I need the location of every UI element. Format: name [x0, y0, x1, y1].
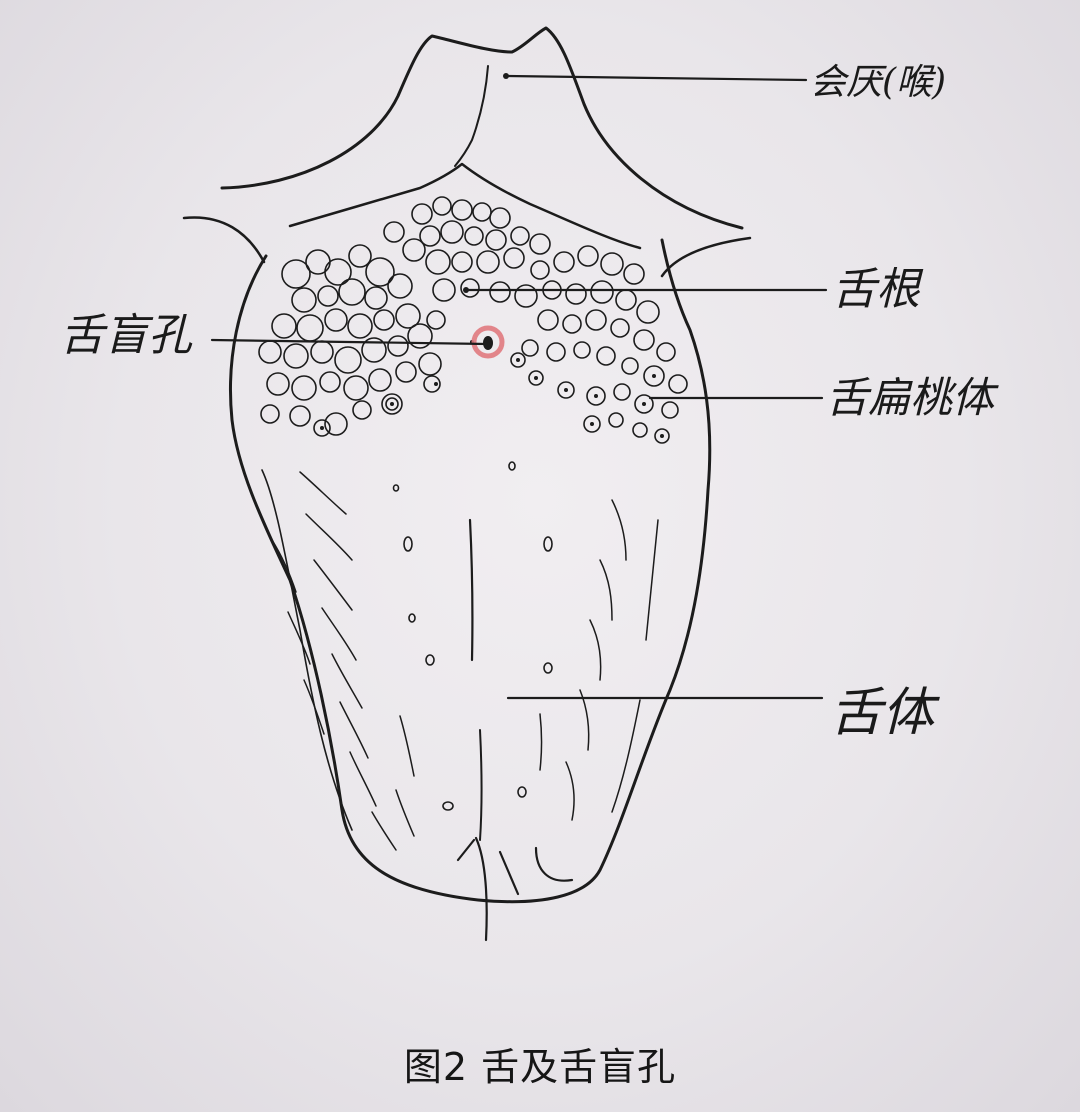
- lingual-tonsil-cores: [320, 340, 664, 438]
- leader-dot-epiglottis: [503, 73, 509, 79]
- median-sulcus: [468, 518, 474, 662]
- lingual-tonsil-follicles: [258, 196, 688, 444]
- epiglottis-midline: [454, 65, 489, 167]
- leader-line-foramen-cecum: [210, 338, 490, 346]
- leader-dot-tongue-root: [463, 287, 469, 293]
- tongue-root-top: [288, 162, 642, 250]
- label-tongue-body: 舌体: [830, 683, 940, 743]
- median-sulcus-lower: [479, 729, 483, 841]
- epiglottis-outline: [220, 26, 744, 230]
- tongue-tip-mark: [456, 836, 574, 942]
- label-foramen-cecum: 舌盲孔: [60, 310, 193, 361]
- tongue-inner-contour: [261, 469, 353, 831]
- tongue-surface-strokes: [271, 471, 659, 851]
- label-epiglottis: 会厌(喉): [810, 62, 946, 103]
- figure-caption: 图2 舌及舌盲孔: [403, 1045, 677, 1089]
- foramen-cecum-highlight: [471, 325, 505, 359]
- label-tongue-root: 舌根: [832, 264, 924, 315]
- label-lingual-tonsil: 舌扁桃体: [826, 373, 999, 422]
- leader-line-epiglottis: [504, 74, 808, 82]
- pharynx-wall-right: [660, 236, 752, 278]
- tongue-outline: [229, 238, 712, 904]
- papillae-dots: [392, 461, 553, 811]
- pharynx-wall-left: [182, 216, 266, 264]
